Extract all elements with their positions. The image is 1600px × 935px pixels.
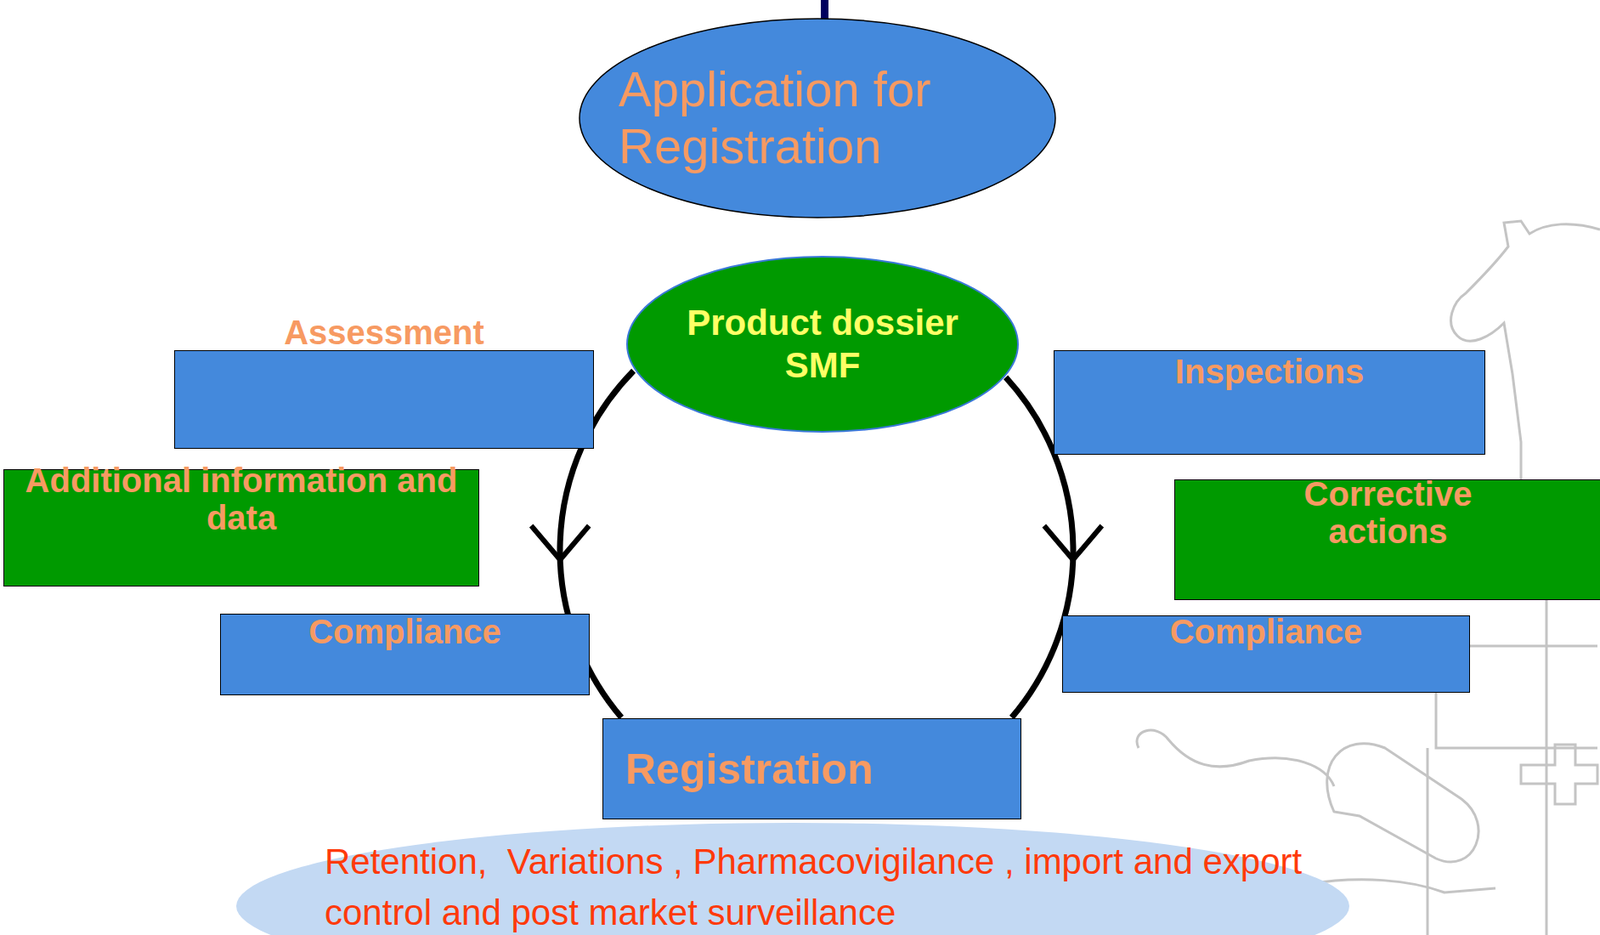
ellipse-fill: [627, 256, 1018, 432]
arrow-head: [531, 525, 589, 560]
node-label: Corrective actions: [1277, 474, 1499, 550]
process-box: Compliance: [1062, 615, 1470, 693]
node-label: Additional information and data: [11, 461, 471, 537]
ellipse-fill: [236, 822, 1350, 935]
result-box: Registration: [602, 718, 1022, 820]
post-registration-band: Retention, Variations , Pharmacovigilanc…: [234, 820, 1352, 935]
ellipse-outline: [625, 254, 1020, 434]
node-label: Product dossier SMF: [644, 301, 1001, 388]
node-label: Inspections: [1175, 350, 1364, 392]
process-box: Compliance: [220, 613, 590, 696]
start-ellipse: Application for Registration: [577, 16, 1058, 220]
connector-stub: [820, 0, 829, 19]
node-label: Application for Registration: [618, 61, 1018, 175]
node-label: Compliance: [1170, 610, 1363, 652]
feedback-box: Additional information and data: [3, 469, 480, 587]
node-label: Assessment: [175, 313, 594, 351]
node-label: Registration: [625, 743, 874, 795]
node-label: Retention, Variations , Pharmacovigilanc…: [324, 836, 1328, 935]
process-box: Assessment: [174, 350, 594, 449]
feedback-box: Corrective actions: [1174, 479, 1600, 600]
node-label: Compliance: [308, 610, 502, 652]
arrow-head: [1044, 525, 1103, 560]
process-box: Inspections: [1053, 350, 1486, 455]
ellipse-fill: [579, 18, 1056, 218]
dossier-ellipse: Product dossier SMF: [625, 254, 1020, 434]
